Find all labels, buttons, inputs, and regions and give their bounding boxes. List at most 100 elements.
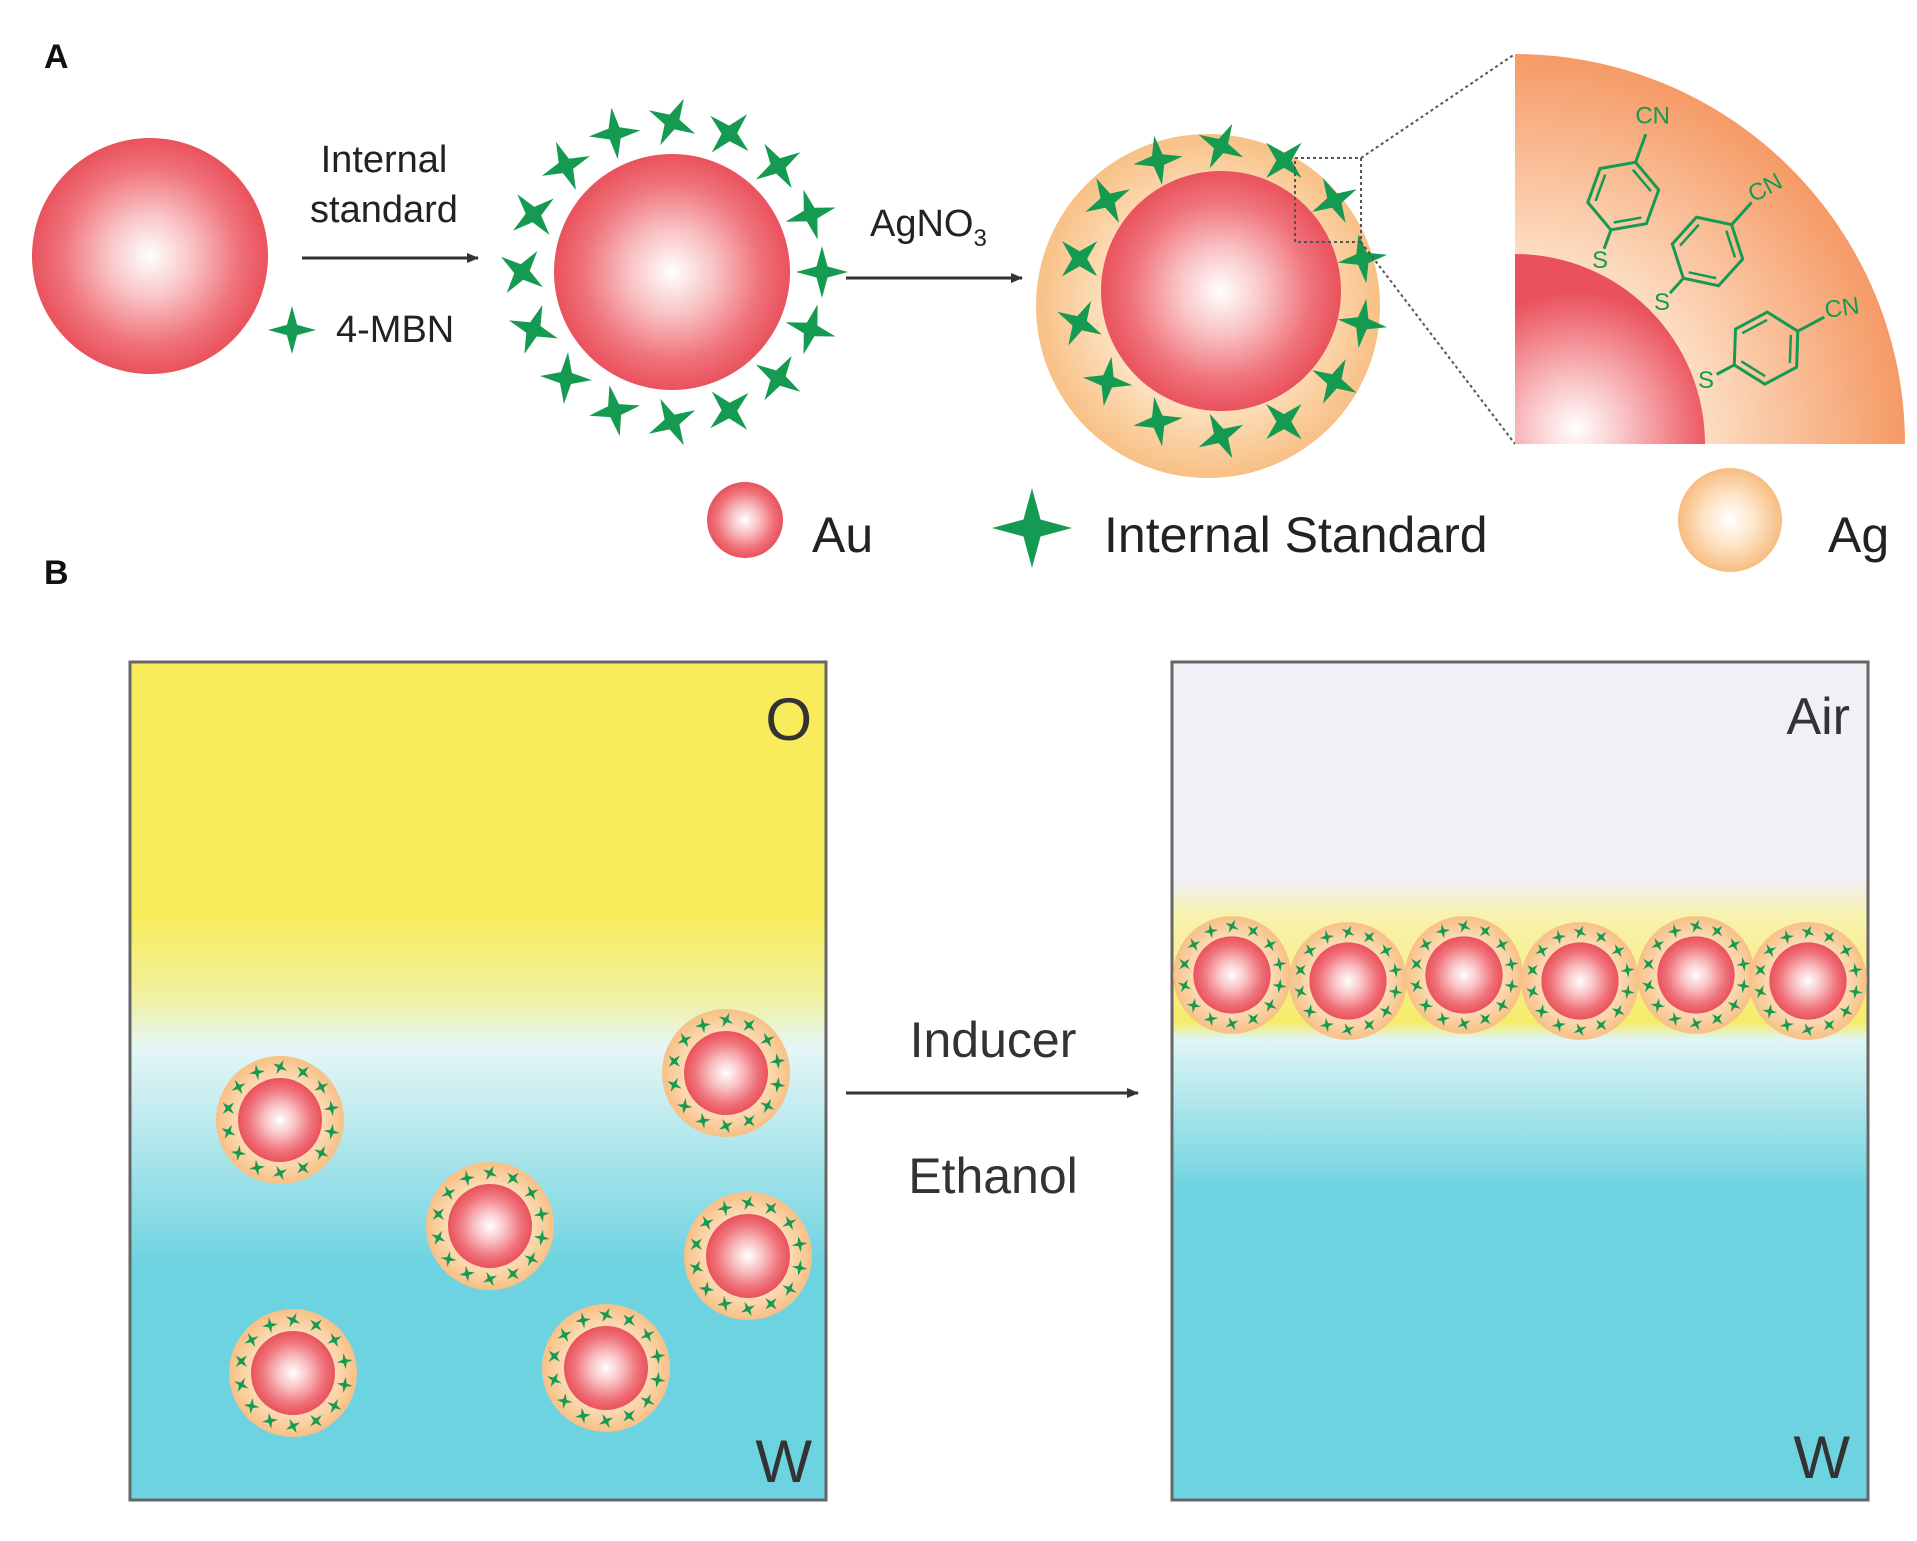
internal-standard-star: [441, 1185, 456, 1201]
internal-standard-star: [524, 1185, 539, 1201]
internal-standard-star: [782, 1281, 797, 1297]
internal-standard-star: [1525, 985, 1539, 999]
internal-standard-star: [432, 1208, 444, 1220]
internal-standard-star: [230, 1145, 247, 1161]
internal-standard-star: [640, 1393, 655, 1409]
internal-standard-star: [710, 391, 749, 430]
internal-standard-star: [1409, 979, 1423, 993]
legend-ag-icon: [1678, 468, 1782, 572]
internal-standard-star: [791, 1236, 808, 1253]
internal-standard-star: [1364, 1019, 1375, 1031]
internal-standard-star: [760, 1098, 775, 1114]
internal-standard-star: [533, 1229, 550, 1246]
internal-standard-star: [796, 246, 848, 298]
particle-au-core: [684, 1031, 768, 1115]
legend-star-shape: [992, 488, 1072, 568]
internal-standard-star: [541, 141, 590, 190]
s-bond: [1715, 363, 1735, 376]
internal-standard-star: [1293, 985, 1307, 999]
internal-standard-star: [785, 189, 836, 240]
ethanol-label: Ethanol: [908, 1148, 1078, 1204]
internal-standard-star: [1266, 142, 1302, 178]
air-phase-label: Air: [1786, 688, 1850, 746]
internal-standard-star: [557, 1327, 572, 1343]
internal-standard-star: [1312, 178, 1357, 223]
internal-standard-star: [765, 1202, 777, 1214]
internal-standard-star: [782, 1215, 797, 1231]
internal-standard-star: [310, 1319, 322, 1331]
internal-standard-star: [459, 1265, 475, 1282]
core-shell-nanoparticle: [426, 1162, 554, 1290]
internal-standard-star: [533, 1206, 550, 1223]
internal-standard-star: [297, 1162, 309, 1174]
internal-standard-star: [695, 1112, 711, 1129]
core-shell-nanoparticle: [216, 1056, 344, 1184]
panel-a-label: A: [44, 38, 69, 76]
cn-group-label: CN: [1635, 102, 1670, 129]
internal-standard-star: [1225, 1017, 1239, 1031]
internal-standard-star: [272, 1165, 288, 1181]
internal-standard-star: [1611, 944, 1625, 958]
internal-standard-star: [1848, 984, 1863, 1000]
internal-standard-star: [1755, 964, 1766, 976]
internal-standard-star: [509, 305, 558, 354]
internal-standard-star: [547, 1372, 562, 1387]
particle-au-core: [1193, 936, 1271, 1014]
cn-bond: [1797, 315, 1826, 333]
mbn-star-shape: [268, 306, 316, 354]
particle-au-core: [251, 1331, 335, 1415]
internal-standard-star: [598, 1413, 614, 1429]
legend: Au Internal Standard Ag: [707, 468, 1889, 572]
internal-standard-star: [1337, 298, 1388, 348]
internal-standard-star: [785, 304, 836, 355]
internal-standard-star-icon: [268, 306, 316, 354]
internal-standard-star: [1319, 1017, 1335, 1033]
internal-standard-star: [1551, 929, 1567, 945]
internal-standard-star: [1312, 359, 1357, 404]
core-shell-nanoparticle: [662, 1009, 790, 1137]
internal-standard-star: [1457, 919, 1471, 933]
water-phase-label-left: W: [755, 1428, 812, 1495]
cn-group-label: CN: [1823, 292, 1861, 324]
internal-standard-star: [623, 1314, 635, 1326]
internal-standard-star: [262, 1317, 278, 1334]
internal-standard-star: [1388, 962, 1403, 978]
internal-standard-star: [1203, 923, 1219, 939]
internal-standard-star: [285, 1312, 301, 1328]
internal-standard-star: [249, 1064, 265, 1081]
internal-standard-star: [1480, 925, 1491, 937]
air-water-container: Air W: [1170, 660, 1870, 1502]
interface-nanoparticle-film: [1173, 916, 1867, 1040]
particle-au-core: [238, 1078, 322, 1162]
internal-standard-star: [1225, 919, 1239, 933]
internal-standard-star: [1133, 396, 1183, 447]
internal-standard-star: [507, 1268, 519, 1280]
internal-standard-star: [1504, 978, 1519, 994]
internal-standard-star: [698, 1281, 715, 1297]
internal-standard-star: [743, 1019, 755, 1031]
internal-standard-star: [244, 1332, 259, 1348]
internal-standard-star: [755, 355, 801, 401]
zoom-box: [1294, 157, 1362, 243]
internal-standard-star: [1263, 998, 1277, 1012]
internal-standard-star: [285, 1418, 301, 1434]
dispersed-nanoparticles: [216, 1009, 812, 1437]
internal-standard-star: [1504, 956, 1519, 972]
internal-standard-star: [231, 1079, 246, 1095]
internal-standard-star: [1295, 964, 1306, 976]
internal-standard-star: [1736, 956, 1751, 972]
double-bond: [1594, 174, 1607, 202]
air-water-box: [1170, 660, 1870, 1502]
internal-standard-star: [249, 1159, 265, 1176]
internal-standard-star: [1248, 1013, 1259, 1025]
mbn-molecule: SCN: [1698, 292, 1861, 394]
internal-standard-star: [1689, 919, 1703, 933]
internal-standard-star: [243, 1398, 260, 1414]
internal-standard-star: [482, 1165, 498, 1181]
internal-standard-star: [1379, 1004, 1393, 1018]
particle-au-core: [1769, 942, 1847, 1020]
oil-water-container: O W: [128, 660, 828, 1502]
internal-standard-star: [1319, 929, 1335, 945]
internal-standard-star: [327, 1332, 342, 1348]
